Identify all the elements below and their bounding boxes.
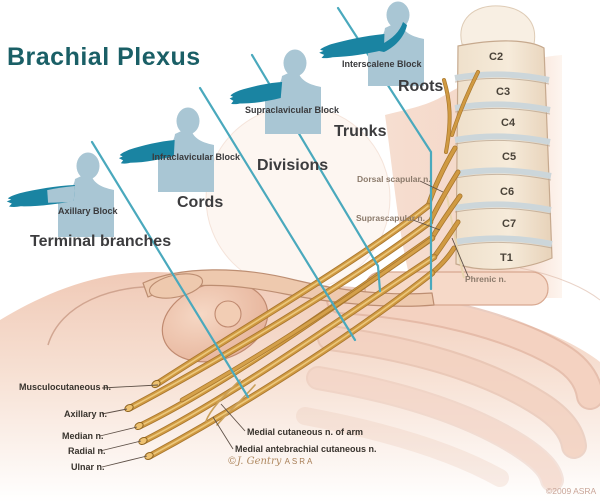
copyright-notice: ©2009 ASRA <box>546 486 597 496</box>
label-radial-nerve: Radial n. <box>68 446 106 456</box>
clavicle <box>142 269 435 307</box>
signature-org: ASRA <box>284 457 315 466</box>
interscalene-block-figure <box>318 1 424 86</box>
vertebra-c5: C5 <box>502 151 517 163</box>
vertebra-c3: C3 <box>496 86 511 98</box>
section-roots: Roots <box>398 78 444 95</box>
label-axillary-block: Axillary Block <box>58 206 118 216</box>
vertebra-c6: C6 <box>500 186 515 198</box>
plexus-nerves <box>124 70 480 460</box>
label-medial-cutaneous-arm-nerve: Medial cutaneous n. of arm <box>247 427 364 437</box>
vertebra-t1: T1 <box>500 252 513 264</box>
label-suprascapular-nerve: Suprascapular n. <box>356 213 425 223</box>
label-musculocutaneous-nerve: Musculocutaneous n. <box>19 382 112 392</box>
vertebra-c2: C2 <box>489 51 504 63</box>
signature-copyright-mark: © <box>227 456 237 467</box>
chest-contour <box>519 267 600 301</box>
label-median-nerve: Median n. <box>62 431 104 441</box>
signature-artist: J. Gentry <box>237 456 282 467</box>
section-terminal-branches: Terminal branches <box>30 233 172 250</box>
label-ulnar-nerve: Ulnar n. <box>71 462 105 472</box>
coracoid-process <box>214 300 242 328</box>
label-medial-antebrachial-nerve: Medial antebrachial cutaneous n. <box>235 444 377 454</box>
axillary-block-figure <box>6 152 114 237</box>
label-axillary-nerve: Axillary n. <box>64 409 108 419</box>
artist-signature: ©J. Gentry ASRA <box>227 457 314 467</box>
intervertebral-discs <box>454 71 553 249</box>
label-dorsal-scapular-nerve: Dorsal scapular n. <box>357 174 431 184</box>
axillary-block-line <box>90 140 250 399</box>
label-interscalene-block: Interscalene Block <box>342 59 422 69</box>
vertebra-c4: C4 <box>501 117 516 129</box>
section-cords: Cords <box>177 194 224 211</box>
page-title: Brachial Plexus <box>7 43 201 71</box>
section-trunks: Trunks <box>334 123 387 140</box>
infraclavicular-block-figure <box>118 107 214 192</box>
label-infraclavicular-block: Infraclavicular Block <box>152 152 241 162</box>
cervical-spine <box>454 5 553 270</box>
nerve-stumps <box>124 379 161 460</box>
leader-lines <box>99 180 469 468</box>
vertebra-c7: C7 <box>502 218 517 230</box>
label-supraclavicular-block: Supraclavicular Block <box>245 105 340 115</box>
label-phrenic-nerve: Phrenic n. <box>465 274 507 284</box>
phrenic-nerve <box>446 195 465 279</box>
section-divisions: Divisions <box>257 157 329 174</box>
infraclavicular-block-line <box>198 86 357 342</box>
supraclavicular-block-figure <box>229 49 321 134</box>
